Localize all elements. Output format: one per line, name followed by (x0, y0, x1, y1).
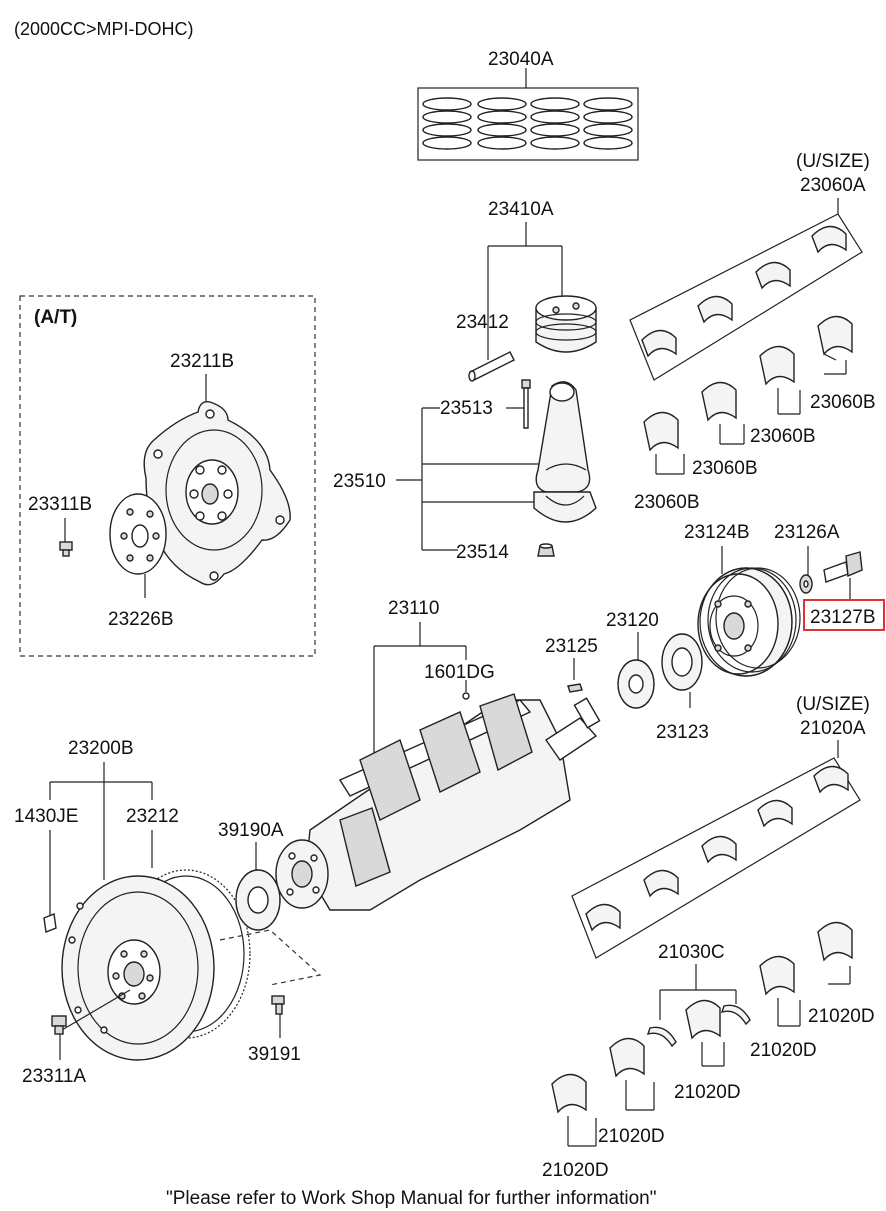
flywheel-part[interactable] (61, 875, 215, 1061)
label-1430JE[interactable]: 1430JE (14, 806, 78, 827)
label-23412[interactable]: 23412 (456, 312, 509, 333)
woodruff-key-part[interactable] (567, 683, 583, 693)
label-21020D-3[interactable]: 21020D (674, 1082, 741, 1103)
label-23212[interactable]: 23212 (126, 806, 179, 827)
crank-sprocket-part[interactable] (617, 659, 655, 709)
pulley-bolt-part[interactable] (823, 551, 863, 583)
thrust-washer-part[interactable] (646, 1004, 751, 1048)
lower-bearing-d-4[interactable] (609, 1037, 645, 1078)
label-21030C[interactable]: 21030C (658, 942, 725, 963)
label-23311A[interactable]: 23311A (22, 1066, 86, 1087)
usize-top-label: (U/SIZE) (796, 151, 870, 172)
label-23510[interactable]: 23510 (333, 471, 386, 492)
crank-flange-part[interactable] (275, 839, 329, 909)
crankshaft-part[interactable] (305, 693, 601, 911)
label-23060B-3[interactable]: 23060B (692, 458, 758, 479)
piston-rings-part[interactable] (417, 87, 639, 161)
label-23125[interactable]: 23125 (545, 636, 598, 657)
label-21020D-4[interactable]: 21020D (598, 1126, 665, 1147)
adapter-plate-part[interactable] (109, 493, 167, 575)
label-39191[interactable]: 39191 (248, 1044, 301, 1065)
label-23211B[interactable]: 23211B (170, 351, 234, 372)
lower-bearing-d-1[interactable] (817, 921, 853, 962)
label-23060B-1[interactable]: 23060B (810, 392, 876, 413)
drive-plate-part[interactable] (143, 401, 291, 586)
lower-bearing-d-2[interactable] (759, 955, 795, 996)
lower-bearing-d-5[interactable] (551, 1073, 587, 1114)
sensor-wheel-bolt-part[interactable] (271, 995, 285, 1015)
flywheel-bolt-part[interactable] (51, 1015, 67, 1035)
engine-spec-label: (2000CC>MPI-DOHC) (14, 19, 194, 39)
label-1601DG[interactable]: 1601DG (424, 662, 495, 683)
upper-bearing-b-2[interactable] (759, 345, 795, 386)
connecting-rod-part[interactable] (535, 381, 591, 493)
label-39190A[interactable]: 39190A (218, 820, 284, 841)
piston-pin-part[interactable] (468, 351, 515, 382)
crank-pulley-part[interactable] (697, 567, 801, 677)
label-23200B[interactable]: 23200B (68, 738, 134, 759)
upper-bearing-b-4[interactable] (643, 411, 679, 452)
label-23514[interactable]: 23514 (456, 542, 509, 563)
label-23311B[interactable]: 23311B (28, 494, 92, 515)
label-23410A[interactable]: 23410A (488, 199, 554, 220)
sensor-wheel-part[interactable] (235, 869, 281, 931)
label-21020D-2[interactable]: 21020D (750, 1040, 817, 1061)
label-21020D-1[interactable]: 21020D (808, 1006, 875, 1027)
label-23060B-2[interactable]: 23060B (750, 426, 816, 447)
at-group-box (19, 295, 316, 657)
label-23126A[interactable]: 23126A (774, 522, 840, 543)
label-23040A[interactable]: 23040A (488, 49, 554, 70)
label-23120[interactable]: 23120 (606, 610, 659, 631)
rod-cap-part[interactable] (533, 491, 597, 523)
lower-bearing-set-a[interactable] (571, 757, 861, 959)
rod-nut-part[interactable] (537, 543, 555, 557)
label-23060B-4[interactable]: 23060B (634, 492, 700, 513)
label-23110[interactable]: 23110 (388, 598, 439, 619)
label-21020A[interactable]: 21020A (800, 718, 866, 739)
pulley-washer-part[interactable] (799, 574, 813, 594)
label-21020D-5[interactable]: 21020D (542, 1160, 609, 1181)
piston-part[interactable] (535, 295, 597, 353)
rod-bolt-part[interactable] (521, 379, 531, 429)
label-23513[interactable]: 23513 (440, 398, 493, 419)
usize-bottom-label: (U/SIZE) (796, 694, 870, 715)
plug-part[interactable] (462, 692, 470, 700)
upper-bearing-b-3[interactable] (701, 381, 737, 422)
dowel-pin-part[interactable] (43, 913, 57, 933)
label-23226B[interactable]: 23226B (108, 609, 174, 630)
label-23060A[interactable]: 23060A (800, 175, 866, 196)
label-23123[interactable]: 23123 (656, 722, 709, 743)
footer-note: "Please refer to Work Shop Manual for fu… (166, 1188, 656, 1209)
front-seal-part[interactable] (661, 633, 703, 691)
label-23124B[interactable]: 23124B (684, 522, 750, 543)
at-group-label: (A/T) (34, 307, 77, 328)
drive-plate-bolt-part[interactable] (59, 541, 73, 557)
upper-bearing-set-a[interactable] (629, 213, 863, 381)
highlight-box-23127B (803, 599, 885, 631)
label-23127B[interactable]: 23127B (810, 607, 876, 628)
lower-bearing-d-3[interactable] (685, 999, 721, 1040)
upper-bearing-b-1[interactable] (817, 315, 853, 361)
